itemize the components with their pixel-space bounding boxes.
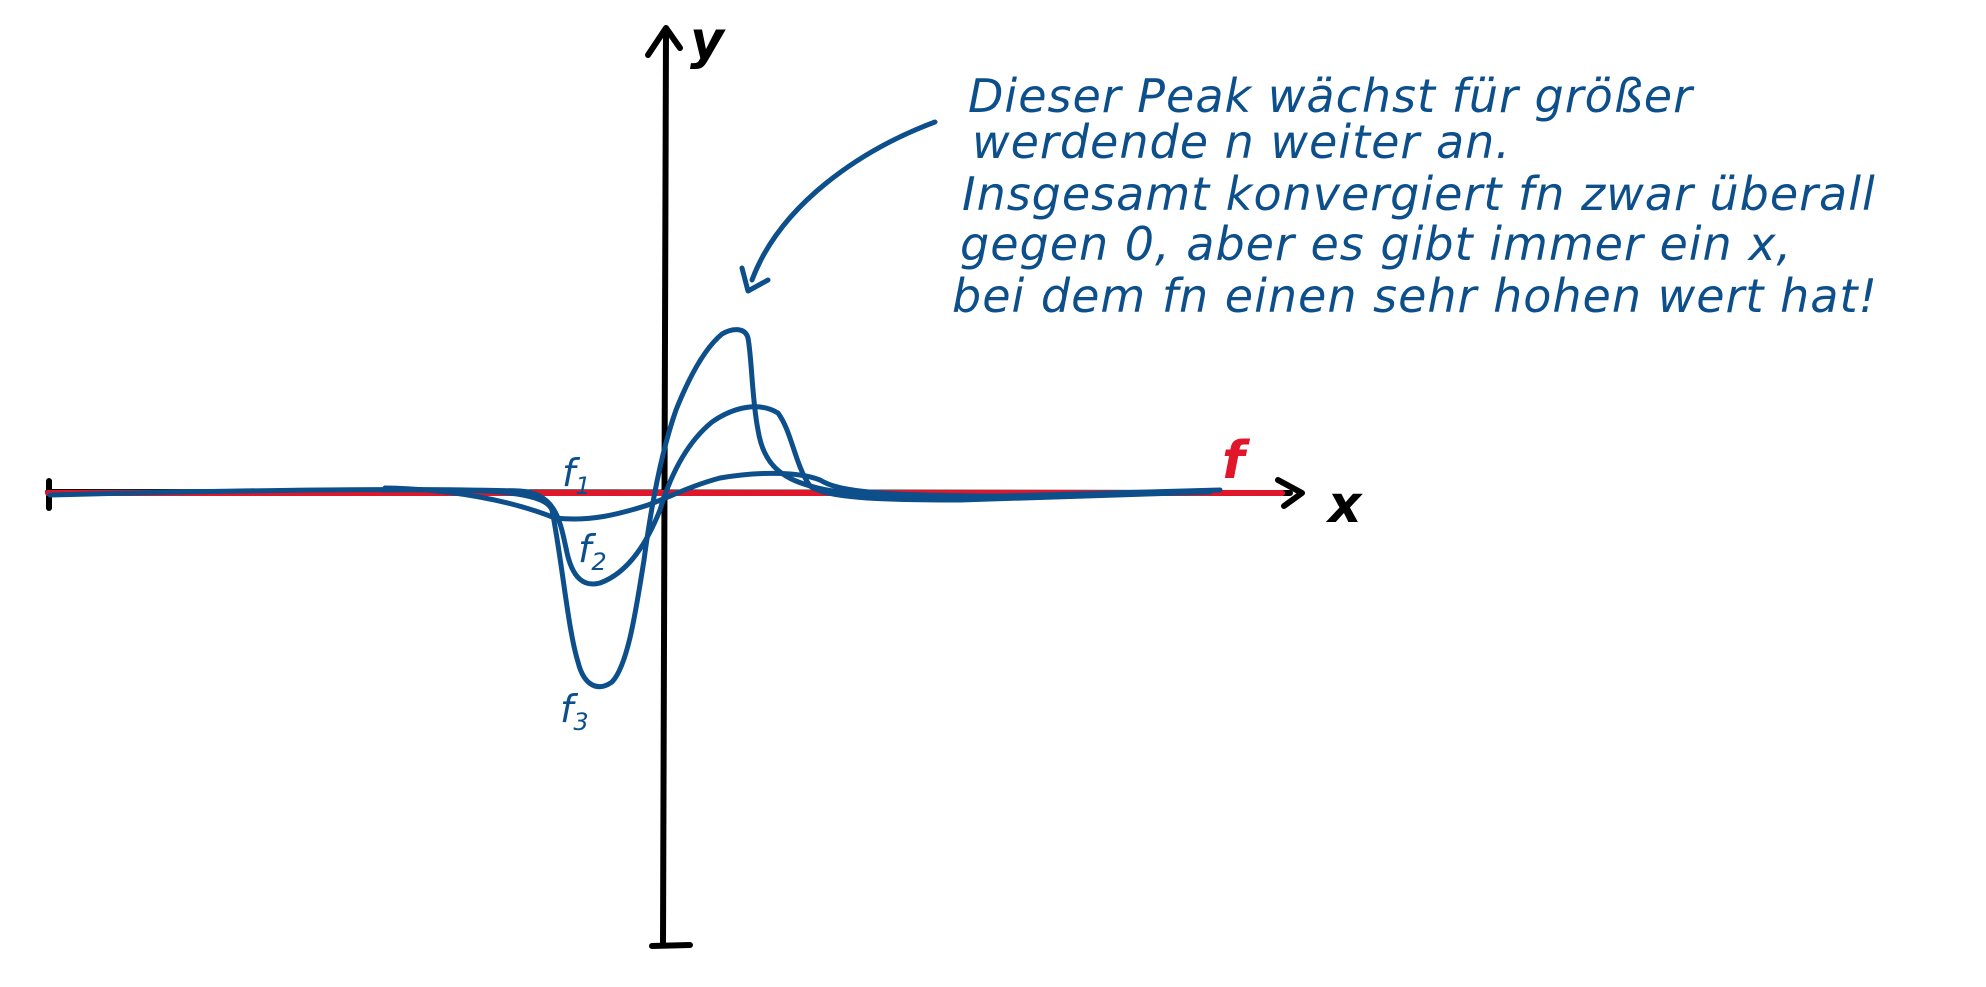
annotation-text: Dieser Peak wächst für größer werdende n… — [952, 69, 1878, 323]
curve-f3: f3 — [377, 327, 1003, 736]
curve-f3-line — [377, 327, 1003, 689]
y-axis-arrowhead — [645, 25, 683, 58]
curve-f3-label-index: 3 — [573, 708, 588, 736]
curve-f1-label: f1 — [562, 451, 591, 500]
y-axis-label: y — [690, 11, 726, 71]
annotation-arrow-head — [739, 265, 771, 294]
curve-f2-label-index: 2 — [591, 548, 606, 576]
y-axis-bottom-cap — [649, 942, 693, 949]
curve-f1-line — [382, 470, 1223, 522]
x-axis-label: x — [1325, 475, 1363, 535]
y-axis: y — [645, 11, 726, 949]
annotation-line-5: bei dem fn einen sehr hohen wert hat! — [952, 269, 1878, 323]
y-axis-line — [660, 27, 669, 948]
limit-function-label: f — [1222, 431, 1251, 491]
annotation-arrow — [739, 119, 938, 294]
x-axis-arrowhead — [1275, 477, 1305, 509]
annotation-line-3: Insgesamt konvergiert fn zwar überall — [962, 167, 1876, 221]
annotation-line-1: Dieser Peak wächst für größer — [968, 69, 1695, 123]
curve-f2-label: f2 — [578, 527, 607, 576]
annotation-arrow-shaft — [749, 119, 938, 283]
annotation-line-2: werdende n weiter an. — [972, 115, 1511, 169]
annotation-line-4: gegen 0, aber es gibt immer ein x, — [960, 217, 1792, 271]
curve-f3-label: f3 — [560, 687, 589, 736]
curve-f1-label-index: 1 — [575, 472, 590, 500]
